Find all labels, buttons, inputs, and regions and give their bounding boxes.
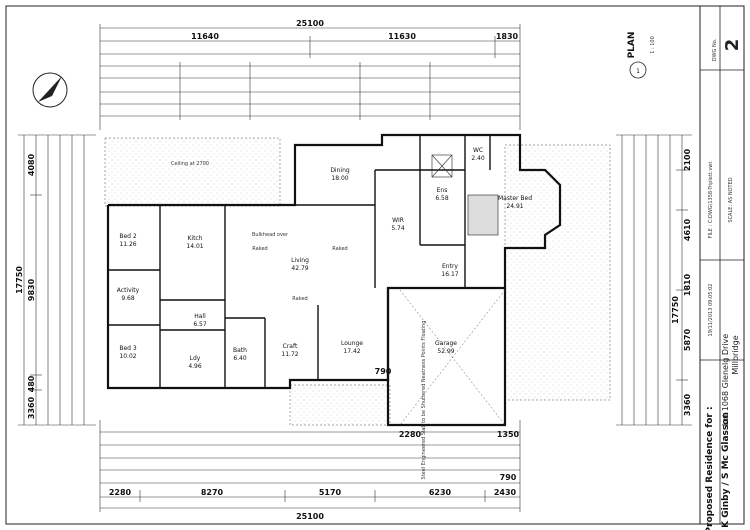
- master-bed-furniture: [467, 194, 499, 236]
- top-mid-dim: 11630: [388, 32, 416, 41]
- bottom-dimensions: 2280 8270 5170 6230 2430 2280 1350 25100: [99, 420, 521, 521]
- scale-ratio: 1 : 100: [650, 36, 656, 54]
- raked-note: Raked: [292, 296, 307, 302]
- room-area: 16.17: [441, 271, 458, 278]
- lot-address: Lot 1068 Glenelg Drive: [721, 334, 730, 426]
- right-seg2-dim: 2100: [683, 148, 692, 171]
- top-right-dim: 1830: [496, 32, 519, 41]
- room-area: 42.79: [291, 265, 308, 272]
- room-labels: Bed 2 11.26 Activity 9.68 Bed 3 10.02 Ki…: [117, 147, 532, 370]
- plan-label: PLAN: [627, 32, 637, 59]
- bottom-seg5-dim: 2430: [494, 488, 517, 497]
- room-name: WIR: [392, 217, 404, 224]
- ceiling-note: Ceiling at 2700: [171, 161, 209, 167]
- room-area: 52.99: [437, 348, 454, 355]
- bottom-overall-dim: 25100: [296, 512, 324, 521]
- room-name: Ldy: [190, 355, 201, 362]
- plan-notes: Ceiling at 2700 Bulkhead over Raked Rake…: [171, 161, 517, 482]
- room-name: Garage: [435, 340, 457, 347]
- left-seg4-dim: 480: [27, 375, 36, 392]
- room-area: 6.58: [435, 195, 449, 202]
- suburb: Millbridge: [731, 335, 740, 374]
- right-seg5-dim: 1810: [683, 273, 692, 296]
- room-name: Dining: [330, 167, 350, 174]
- dwg-label: DWG No.: [712, 38, 718, 61]
- raked-note: Raked: [332, 246, 347, 252]
- room-area: 11.26: [119, 241, 136, 248]
- project-title: Proposed Residence for :: [705, 406, 715, 530]
- room-area: 9.68: [121, 295, 135, 302]
- top-dimensions: 25100 11640 11630 1830: [99, 19, 521, 130]
- side-paving-area: [504, 144, 611, 401]
- top-overall-dim: 25100: [296, 19, 324, 28]
- room-name: Craft: [283, 343, 298, 350]
- room-name: Bed 2: [119, 233, 137, 240]
- room-area: 14.01: [186, 243, 203, 250]
- room-name: Living: [291, 257, 309, 264]
- bulkhead-note: Bulkhead over: [252, 232, 289, 238]
- raked-note: Raked: [252, 246, 267, 252]
- room-name: Kitch: [187, 235, 202, 242]
- garage-slab-note: Steel Engineered Slab to be Shuttered Ne…: [421, 321, 427, 480]
- room-area: 5.74: [391, 225, 405, 232]
- bottom-seg1-dim: 2280: [109, 488, 132, 497]
- room-area: 6.57: [193, 321, 207, 328]
- room-name: Lounge: [341, 340, 363, 347]
- right-dimensions: 2100 4610 1810 5870 3360 17750: [616, 134, 692, 426]
- north-arrow-icon: [32, 72, 68, 108]
- right-seg1-dim: 4610: [683, 218, 692, 241]
- left-seg2-dim: 4080: [27, 153, 36, 176]
- room-name: Ens: [437, 187, 448, 194]
- top-left-dim: 11640: [191, 32, 219, 41]
- bottom-seg2-dim: 8270: [201, 488, 224, 497]
- file-label: FILE : C:DWG\1358-Triplett.vwt: [708, 162, 714, 239]
- bottom-seg6-dim: 2280: [399, 430, 422, 439]
- room-area: 17.42: [343, 348, 360, 355]
- bottom-seg3-dim: 5170: [319, 488, 342, 497]
- room-area: 10.02: [119, 353, 136, 360]
- room-area: 6.40: [233, 355, 247, 362]
- room-area: 11.72: [281, 351, 298, 358]
- dim-790: 790: [500, 473, 517, 482]
- left-dimensions: 17750 9830 4080 3360 480: [15, 134, 96, 426]
- room-name: Entry: [442, 263, 458, 270]
- right-overall-dim: 17750: [671, 296, 680, 324]
- right-seg3-dim: 5870: [683, 328, 692, 351]
- room-name: Activity: [117, 287, 140, 294]
- sheet-number-circle: [629, 61, 647, 79]
- room-name: WC: [473, 147, 483, 154]
- room-name: Hall: [194, 313, 206, 320]
- sheet-number: 1: [636, 68, 640, 75]
- alfresco-area: [104, 137, 281, 207]
- porch-area: [289, 384, 391, 426]
- shower-fixture: [431, 154, 453, 178]
- bottom-seg4-dim: 6230: [429, 488, 452, 497]
- walls: [106, 133, 562, 427]
- room-name: Master Bed: [498, 195, 532, 202]
- drawing-date: 19/11/2013 09:05:02: [708, 284, 714, 337]
- room-area: 24.91: [506, 203, 523, 210]
- owner-names: K Ginby / S Mc Glasson: [721, 412, 731, 528]
- dim-790: 790: [375, 367, 392, 376]
- scale-label: SCALE: AS NOTED: [728, 177, 734, 222]
- dwg-number: 2: [722, 39, 743, 52]
- room-area: 2.40: [471, 155, 485, 162]
- room-name: Bed 3: [119, 345, 137, 352]
- right-seg4-dim: 3360: [683, 393, 692, 416]
- room-area: 18.00: [331, 175, 348, 182]
- left-overall-dim: 17750: [15, 266, 24, 294]
- left-seg3-dim: 3360: [27, 396, 36, 419]
- room-name: Bath: [233, 347, 247, 354]
- title-block: 1 PLAN 1 : 100 DWG No. 2 FILE : C:DWG\13…: [627, 6, 744, 530]
- bottom-seg7-dim: 1350: [497, 430, 520, 439]
- left-seg1-dim: 9830: [27, 278, 36, 301]
- room-area: 4.96: [188, 363, 202, 370]
